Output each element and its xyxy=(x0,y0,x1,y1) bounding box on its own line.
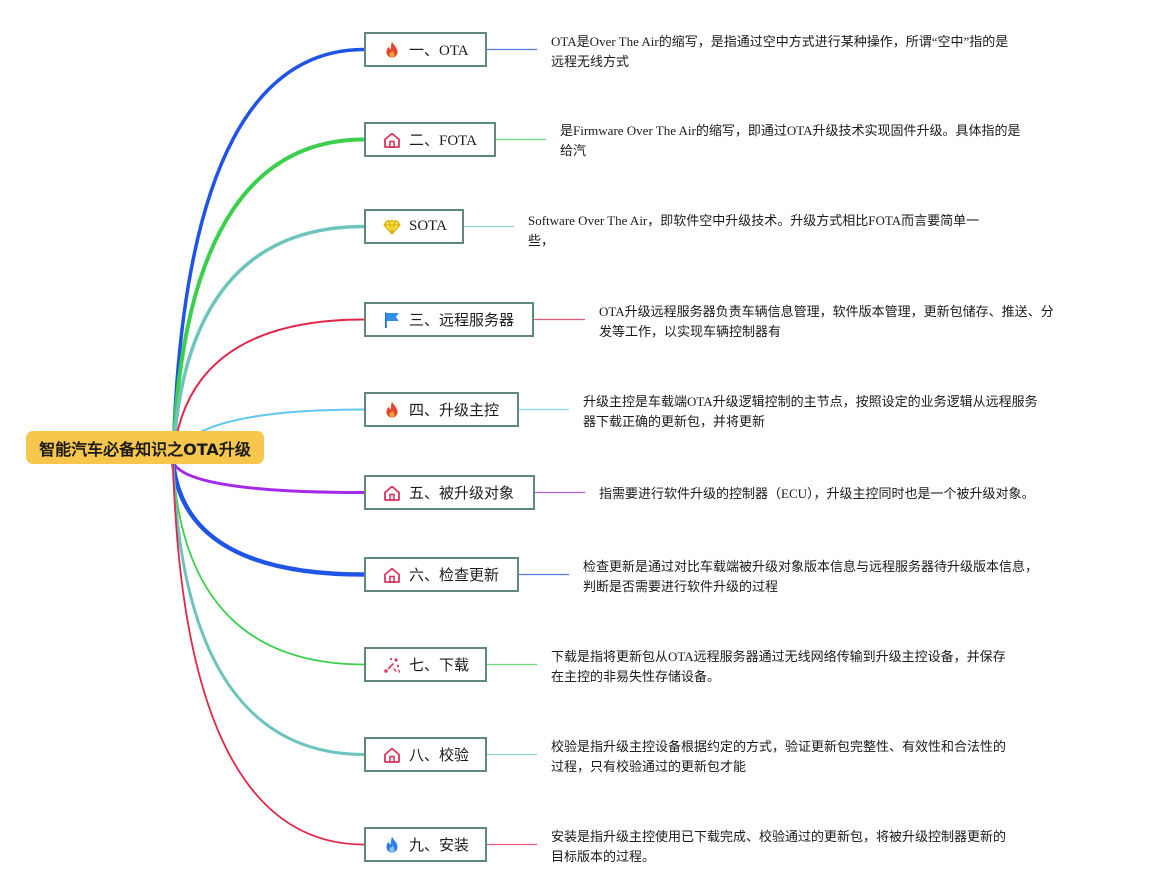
description-remote-server: OTA升级远程服务器负责车辆信息管理，软件版本管理，更新包储存、推送、分 发等工… xyxy=(599,302,1054,342)
branch-node-upgrade-master[interactable]: 四、升级主控 xyxy=(364,392,519,427)
description-line: 判断是否需要进行软件升级的过程 xyxy=(583,579,779,594)
description-line: Software Over The Air，即软件空中升级技术。升级方式相比FO… xyxy=(528,213,980,228)
branch-label: 六、检查更新 xyxy=(409,568,500,584)
branch-node-check-update[interactable]: 六、检查更新 xyxy=(364,557,519,592)
branch-label: 三、远程服务器 xyxy=(409,313,515,329)
description-fota: 是Firmware Over The Air的缩写，即通过OTA升级技术实现固件… xyxy=(560,121,1021,161)
branch-connector xyxy=(171,460,366,494)
branch-node-ota[interactable]: 一、OTA xyxy=(364,32,487,67)
root-topic-label: 智能汽车必备知识之OTA升级 xyxy=(39,439,251,459)
root-topic[interactable]: 智能汽车必备知识之OTA升级 xyxy=(26,431,264,464)
description-line: 过程，只有校验通过的更新包才能 xyxy=(551,759,747,774)
description-line: 下载是指将更新包从OTA远程服务器通过无线网络传输到升级主控设备，并保存 xyxy=(551,649,1006,664)
branch-node-sota[interactable]: SOTA xyxy=(364,209,464,244)
branch-label: 一、OTA xyxy=(409,43,469,59)
blue-fire-icon xyxy=(382,835,402,855)
branch-connector xyxy=(171,460,366,756)
fire-icon xyxy=(382,400,402,420)
description-line: OTA是Over The Air的缩写，是指通过空中方式进行某种操作，所谓“空中… xyxy=(551,34,1009,49)
branch-node-remote-server[interactable]: 三、远程服务器 xyxy=(364,302,534,337)
branch-connector xyxy=(171,224,366,464)
description-upgrade-target: 指需要进行软件升级的控制器（ECU），升级主控同时也是一个被升级对象。 xyxy=(599,484,1035,504)
branch-label: 四、升级主控 xyxy=(409,403,500,419)
flag-icon xyxy=(382,310,402,330)
house-icon xyxy=(382,130,402,150)
description-download: 下载是指将更新包从OTA远程服务器通过无线网络传输到升级主控设备，并保存 在主控… xyxy=(551,647,1006,687)
description-line: 些， xyxy=(528,233,555,248)
description-line: 升级主控是车载端OTA升级逻辑控制的主节点，按照设定的业务逻辑从远程服务 xyxy=(583,394,1038,409)
branch-connector xyxy=(170,459,367,577)
branch-node-verify[interactable]: 八、校验 xyxy=(364,737,487,772)
description-line: 指需要进行软件升级的控制器（ECU），升级主控同时也是一个被升级对象。 xyxy=(599,486,1035,501)
description-line: 发等工作，以实现车辆控制器有 xyxy=(599,324,782,339)
branch-connector xyxy=(171,47,366,464)
branch-label: 二、FOTA xyxy=(409,133,477,149)
branch-connector xyxy=(172,318,365,463)
branch-node-fota[interactable]: 二、FOTA xyxy=(364,122,496,157)
description-line: 校验是指升级主控设备根据约定的方式，验证更新包完整性、有效性和合法性的 xyxy=(551,739,1007,754)
branch-label: 五、被升级对象 xyxy=(409,486,515,502)
description-install: 安装是指升级主控使用已下载完成、校验通过的更新包，将被升级控制器更新的 目标版本… xyxy=(551,827,1006,867)
fire-icon xyxy=(382,40,402,60)
description-ota: OTA是Over The Air的缩写，是指通过空中方式进行某种操作，所谓“空中… xyxy=(551,32,1008,72)
description-line: 器下载正确的更新包，并将更新 xyxy=(583,414,766,429)
branch-node-upgrade-target[interactable]: 五、被升级对象 xyxy=(364,475,535,510)
branch-node-install[interactable]: 九、安装 xyxy=(364,827,487,862)
diamond-icon xyxy=(382,217,402,237)
branch-label: 七、下载 xyxy=(409,658,470,674)
description-line: 给汽 xyxy=(560,143,587,158)
branch-connector xyxy=(172,460,365,846)
branch-label: SOTA xyxy=(409,218,447,234)
description-line: 远程无线方式 xyxy=(551,54,630,69)
description-sota: Software Over The Air，即软件空中升级技术。升级方式相比FO… xyxy=(528,211,979,251)
branch-label: 八、校验 xyxy=(409,748,470,764)
description-check-update: 检查更新是通过对比车载端被升级对象版本信息与远程服务器待升级版本信息， 判断是否… xyxy=(583,557,1038,597)
description-line: 目标版本的过程。 xyxy=(551,849,656,864)
description-line: 安装是指升级主控使用已下载完成、校验通过的更新包，将被升级控制器更新的 xyxy=(551,829,1007,844)
branch-node-download[interactable]: 七、下载 xyxy=(364,647,487,682)
house-icon xyxy=(382,745,402,765)
house-icon xyxy=(382,483,402,503)
description-upgrade-master: 升级主控是车载端OTA升级逻辑控制的主节点，按照设定的业务逻辑从远程服务 器下载… xyxy=(583,392,1038,432)
house-icon xyxy=(382,565,402,585)
description-verify: 校验是指升级主控设备根据约定的方式，验证更新包完整性、有效性和合法性的 过程，只… xyxy=(551,737,1006,777)
branch-connector xyxy=(171,137,366,464)
description-line: 检查更新是通过对比车载端被升级对象版本信息与远程服务器待升级版本信息， xyxy=(583,559,1039,574)
description-line: 是Firmware Over The Air的缩写，即通过OTA升级技术实现固件… xyxy=(560,123,1021,138)
sparkle-icon xyxy=(382,655,402,675)
description-line: OTA升级远程服务器负责车辆信息管理，软件版本管理，更新包储存、推送、分 xyxy=(599,304,1054,319)
branch-connector xyxy=(172,460,365,666)
branch-label: 九、安装 xyxy=(409,838,470,854)
description-line: 在主控的非易失性存储设备。 xyxy=(551,669,721,684)
